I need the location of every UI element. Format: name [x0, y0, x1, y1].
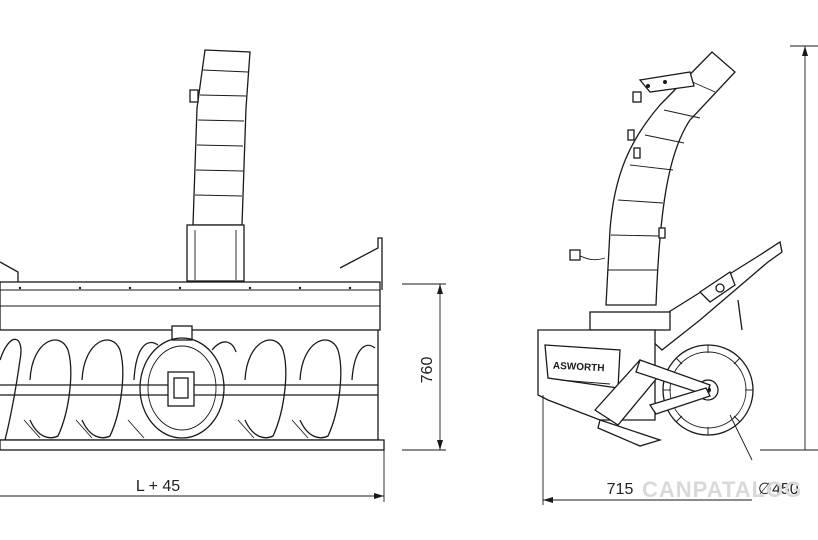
front-chute: [186, 49, 251, 282]
side-wheel: [635, 344, 754, 461]
width-dimension-label: L + 45: [136, 478, 180, 495]
wheel-diameter-label: ∅450: [758, 481, 799, 498]
front-view: 760 L + 45: [0, 49, 446, 502]
dimension-width: [0, 450, 385, 502]
dimension-760: [402, 283, 446, 451]
brand-label: ASWORTH: [553, 361, 605, 375]
right-deflector: [339, 237, 383, 290]
left-deflector: [0, 261, 19, 282]
side-chute: [569, 51, 736, 306]
watermark: CANPATALOG: [642, 477, 802, 502]
side-view: ASWORTH 715: [537, 45, 818, 505]
side-housing: ASWORTH: [537, 329, 664, 447]
height-dimension-label: 760: [419, 357, 436, 384]
auger: [0, 337, 378, 441]
dimension-715: [542, 395, 752, 505]
front-housing: [0, 281, 385, 451]
hitch-frame: [589, 240, 783, 351]
depth-dimension-label: 715: [607, 481, 634, 498]
dimension-1010: [760, 45, 818, 451]
